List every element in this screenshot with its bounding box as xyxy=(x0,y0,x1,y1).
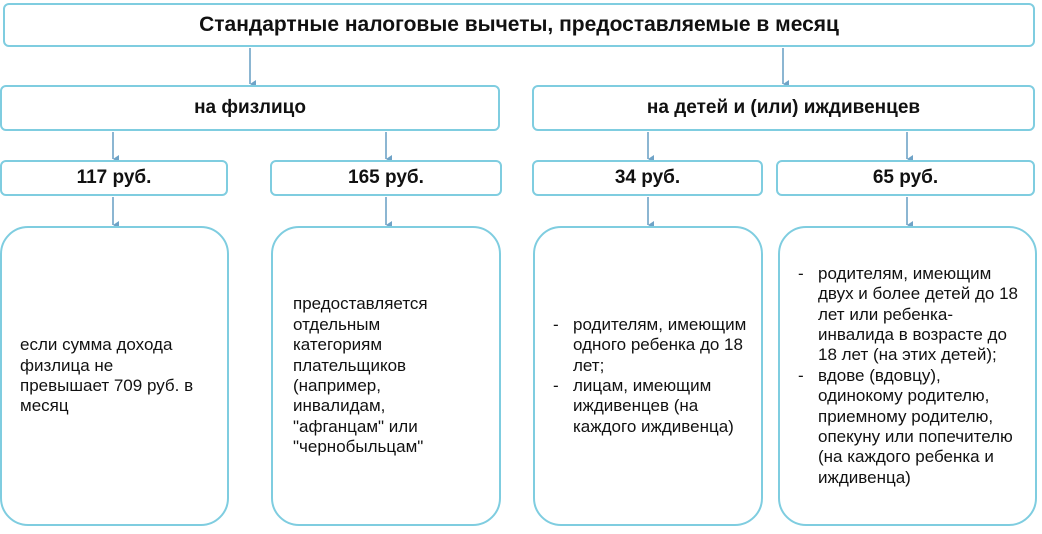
group-children-dependents: на детей и (или) иждивенцев xyxy=(532,85,1035,131)
description-165-text: предоставляется отдельным категориям пла… xyxy=(293,294,428,457)
list-item: родителям, имеющим двух и более детей до… xyxy=(780,264,1025,366)
group-individual: на физлицо xyxy=(0,85,500,131)
amount-117: 117 руб. xyxy=(0,160,228,196)
list-item: лицам, имеющим иждивенцев (на каждого иж… xyxy=(535,376,751,437)
group-individual-label: на физлицо xyxy=(194,97,306,118)
list-item: вдове (вдовцу), одинокому родителю, прие… xyxy=(780,366,1025,488)
list-item: родителям, имеющим одного ребенка до 18 … xyxy=(535,315,751,376)
amount-65: 65 руб. xyxy=(776,160,1035,196)
amount-65-label: 65 руб. xyxy=(872,167,939,188)
diagram-title: Стандартные налоговые вычеты, предоставл… xyxy=(3,3,1035,47)
group-children-label: на детей и (или) иждивенцев xyxy=(646,97,921,118)
amount-34-label: 34 руб. xyxy=(614,167,681,188)
description-34-list: родителям, имеющим одного ребенка до 18 … xyxy=(535,315,761,437)
title-text: Стандартные налоговые вычеты, предоставл… xyxy=(199,13,839,36)
amount-34: 34 руб. xyxy=(532,160,763,196)
description-34: родителям, имеющим одного ребенка до 18 … xyxy=(533,226,763,526)
description-165: предоставляется отдельным категориям пла… xyxy=(271,226,501,526)
description-117: если сумма дохода физлица не превышает 7… xyxy=(0,226,229,526)
amount-165-label: 165 руб. xyxy=(348,167,424,188)
amount-165: 165 руб. xyxy=(270,160,502,196)
description-65-list: родителям, имеющим двух и более детей до… xyxy=(780,264,1035,488)
description-65: родителям, имеющим двух и более детей до… xyxy=(778,226,1037,526)
amount-117-label: 117 руб. xyxy=(76,167,152,188)
description-117-text: если сумма дохода физлица не превышает 7… xyxy=(20,335,194,416)
